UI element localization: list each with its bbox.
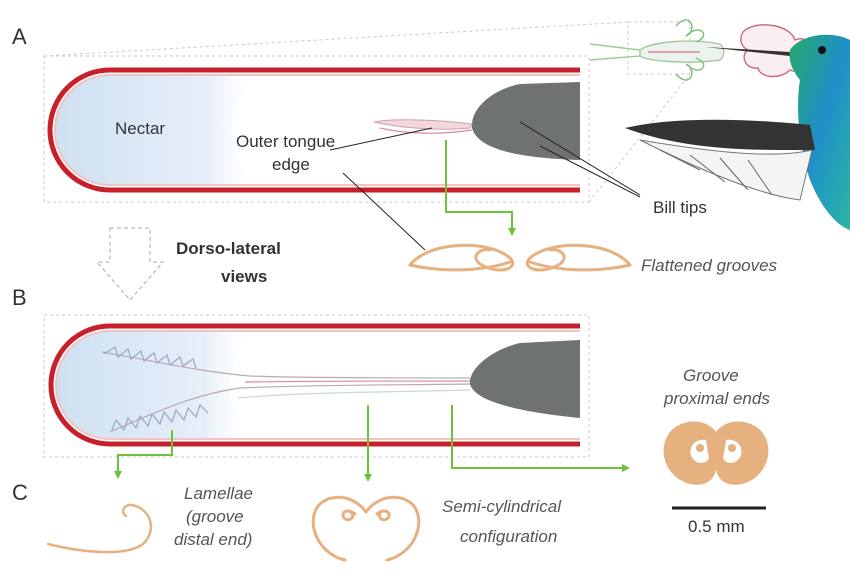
hummingbird-illustration bbox=[625, 34, 850, 230]
green-arrow-proximal bbox=[451, 405, 630, 472]
outer-tongue-edge-label-1: Outer tongue bbox=[236, 132, 335, 151]
scale-bar-label: 0.5 mm bbox=[688, 517, 745, 536]
groove-proximal-label-2: proximal ends bbox=[663, 389, 770, 408]
nectar-fill-b bbox=[55, 330, 255, 440]
lamellae-label-2: (groove bbox=[186, 507, 244, 526]
tongue-b bbox=[101, 346, 471, 433]
bill-tips-label: Bill tips bbox=[653, 198, 707, 217]
zoom-outline-a bbox=[43, 21, 691, 203]
semi-cylindrical-label-2: configuration bbox=[460, 527, 557, 546]
leader-lines-a bbox=[329, 121, 641, 251]
panel-label-c: C bbox=[12, 480, 28, 505]
bill-tip-b bbox=[469, 340, 580, 418]
green-arrow-lamellae bbox=[114, 430, 173, 479]
groove-proximal-illustration bbox=[663, 421, 769, 485]
flattened-grooves-illustration bbox=[408, 243, 632, 272]
lamellae-label-3: distal end) bbox=[174, 530, 252, 549]
zoom-outline-b bbox=[43, 314, 590, 458]
nectar-label: Nectar bbox=[115, 119, 165, 138]
down-arrow-icon bbox=[95, 227, 165, 301]
semi-cylindrical-label-1: Semi-cylindrical bbox=[442, 497, 562, 516]
tube-wall-b bbox=[48, 323, 580, 447]
lamellae-illustration bbox=[46, 503, 153, 554]
tube-wall-a bbox=[47, 67, 580, 193]
semi-cylindrical-illustration bbox=[311, 495, 421, 562]
nectar-fill-a bbox=[54, 74, 260, 186]
flattened-grooves-label: Flattened grooves bbox=[641, 256, 778, 275]
groove-proximal-label-1: Groove bbox=[683, 366, 739, 385]
dorso-lateral-label-1: Dorso-lateral bbox=[176, 239, 281, 258]
flower-illustration bbox=[589, 19, 810, 81]
tongue-a bbox=[373, 119, 473, 130]
bill-tip-a bbox=[471, 82, 580, 160]
panel-label-b: B bbox=[12, 285, 27, 310]
panel-label-a: A bbox=[12, 24, 27, 49]
dorso-lateral-label-2: views bbox=[221, 267, 267, 286]
outer-tongue-edge-label-2: edge bbox=[272, 155, 310, 174]
green-arrow-a bbox=[445, 140, 516, 236]
lamellae-label-1: Lamellae bbox=[184, 484, 253, 503]
